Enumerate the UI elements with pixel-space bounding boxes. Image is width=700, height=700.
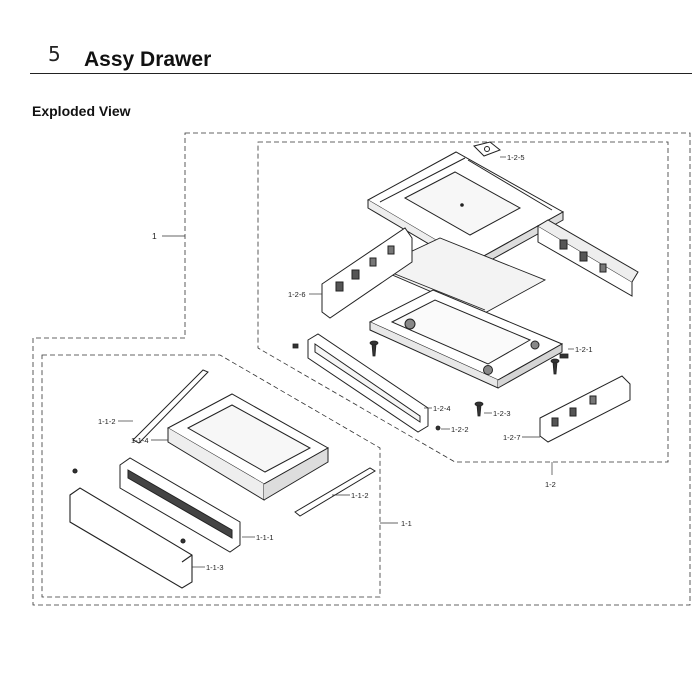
callout-1-2-7: 1-2-7: [503, 433, 521, 442]
callout-1-1-3: 1-1-3: [206, 563, 224, 572]
callout-1-1-1: 1-1-1: [256, 533, 274, 542]
callout-1-2-5: 1-2-5: [507, 153, 525, 162]
section-number: 5: [48, 42, 61, 66]
callout-1-1: 1-1: [401, 519, 412, 528]
drawer-tub-1-1-4: [166, 393, 330, 501]
assembly-1-2-boundary: [257, 141, 669, 463]
callout-1-2-1: 1-2-1: [575, 345, 593, 354]
callout-1-2: 1-2: [545, 480, 556, 489]
assembly-1-boundary: [32, 132, 691, 606]
front-frame-1-2-4: [307, 333, 429, 433]
callout-1-2-6: 1-2-6: [288, 290, 306, 299]
rail-1-1-2-right: [294, 467, 376, 517]
screws-and-clips: [292, 340, 569, 431]
callout-1-2-3: 1-2-3: [493, 409, 511, 418]
section-divider: [30, 73, 692, 74]
drawer-front-panel-1-1-3: [69, 468, 193, 589]
section-title: Assy Drawer: [84, 48, 212, 71]
callout-1-1-4: 1-1-4: [131, 436, 149, 445]
callout-1: 1: [152, 231, 157, 241]
callout-1-2-4: 1-2-4: [433, 404, 451, 413]
hinge-bracket-1-2-5: [473, 141, 501, 157]
side-panel-1-2-7: [539, 375, 631, 443]
callout-1-1-2-right: 1-1-2: [351, 491, 369, 500]
rail-1-1-2-left: [132, 369, 209, 444]
side-panel-rear: [537, 219, 639, 297]
drawer-base-pan-1-2-1: [368, 289, 564, 389]
exploded-view-heading: Exploded View: [32, 103, 131, 119]
callout-1-1-2-left: 1-1-2: [98, 417, 116, 426]
callout-1-2-2: 1-2-2: [451, 425, 469, 434]
side-panel-1-2-6: [321, 227, 413, 319]
assembly-1-1-boundary: [41, 354, 381, 598]
drawer-frame-1-1-1: [119, 457, 241, 553]
